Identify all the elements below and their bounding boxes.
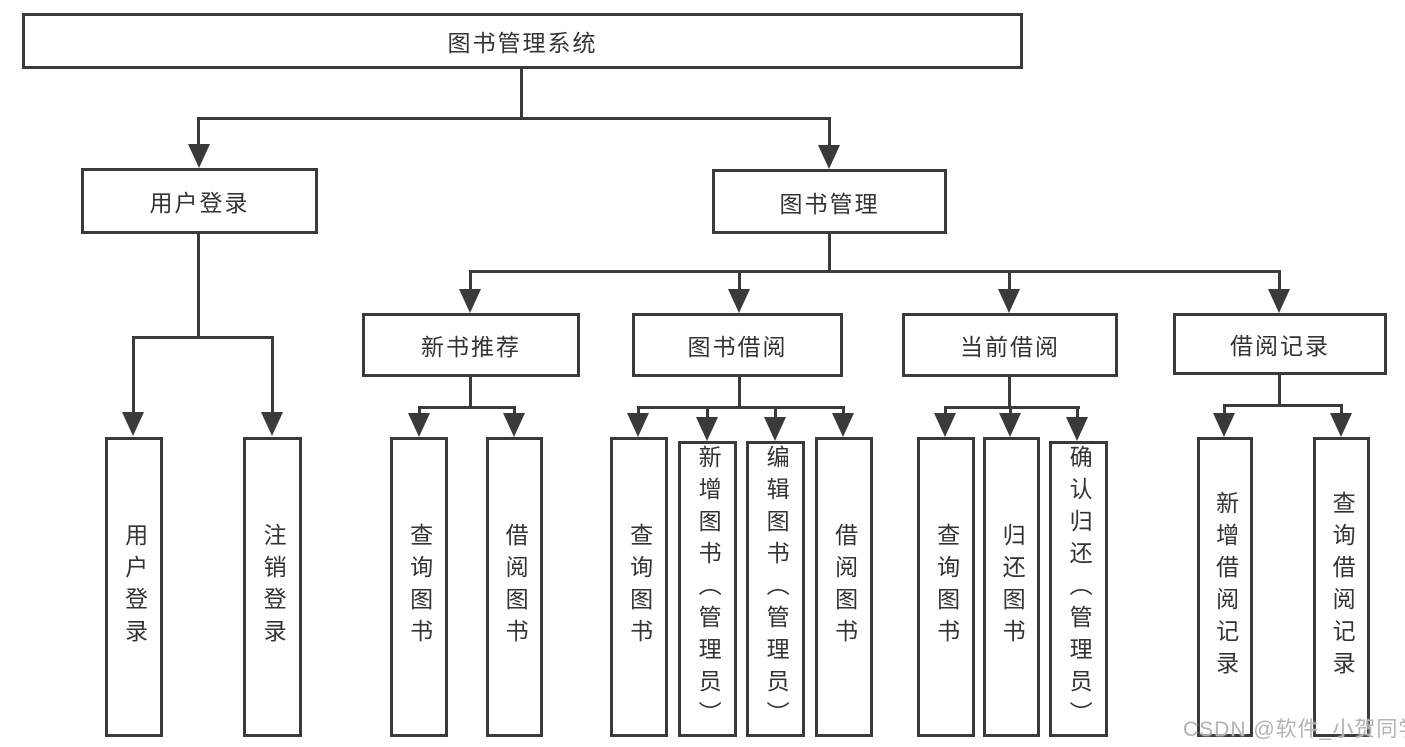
leaf-label: 归还图书 (999, 523, 1026, 651)
connector-line (738, 270, 741, 300)
leaf-return-books: 归还图书 (983, 437, 1040, 737)
arrow-down-icon (998, 289, 1020, 313)
connector-line (469, 375, 472, 409)
leaf-logout: 注销登录 (243, 437, 302, 737)
arrow-down-icon (627, 413, 649, 437)
arrow-down-icon (1268, 289, 1290, 313)
leaf-query-books-borrowing: 查询图书 (610, 437, 668, 737)
leaf-add-books-admin: 新增图书（管理员） (678, 441, 737, 737)
arrow-down-icon (764, 417, 786, 441)
connector-line (197, 232, 200, 339)
arrow-down-icon (459, 289, 481, 313)
leaf-query-books-current: 查询图书 (917, 437, 975, 737)
leaf-label: 借阅图书 (831, 523, 858, 651)
leaf-label: 新增图书（管理员） (695, 445, 722, 733)
connector-line (197, 117, 200, 162)
node-user-login-label: 用户登录 (149, 190, 250, 216)
connector-line (132, 336, 274, 339)
node-root-label: 图书管理系统 (447, 30, 598, 56)
node-borrowing-records-label: 借阅记录 (1230, 333, 1330, 359)
leaf-label: 用户登录 (121, 523, 148, 651)
leaf-borrow-books-recommend: 借阅图书 (486, 437, 543, 737)
node-new-book-recommend-label: 新书推荐 (421, 334, 521, 360)
connector-line (1278, 373, 1281, 407)
node-book-borrowing-label: 图书借阅 (687, 334, 788, 360)
arrow-down-icon (261, 412, 283, 436)
leaf-label: 确认归还（管理员） (1066, 445, 1093, 733)
leaf-label: 新增借阅记录 (1212, 491, 1239, 683)
arrow-down-icon (832, 413, 854, 437)
connector-line (469, 270, 1281, 273)
connector-line (828, 232, 831, 273)
node-borrowing-records: 借阅记录 (1173, 313, 1387, 375)
node-user-login: 用户登录 (81, 168, 318, 234)
connector-line (1223, 404, 1343, 407)
arrow-down-icon (934, 413, 956, 437)
arrow-down-icon (1330, 413, 1352, 437)
node-book-management: 图书管理 (712, 169, 947, 234)
connector-line (828, 117, 831, 163)
leaf-label: 查询图书 (626, 523, 653, 651)
leaf-query-borrow-record: 查询借阅记录 (1313, 437, 1370, 737)
arrow-down-icon (1213, 413, 1235, 437)
connector-line (944, 406, 1080, 409)
leaf-user-login: 用户登录 (105, 437, 163, 737)
arrow-down-icon (696, 417, 718, 441)
connector-line (1008, 270, 1011, 300)
connector-line (271, 336, 274, 426)
arrow-down-icon (408, 413, 430, 437)
leaf-confirm-return-admin: 确认归还（管理员） (1049, 441, 1108, 737)
arrow-down-icon (122, 412, 144, 436)
connector-line (418, 406, 516, 409)
node-current-borrowing-label: 当前借阅 (960, 334, 1060, 360)
connector-line (469, 270, 472, 300)
arrow-down-icon (188, 144, 210, 168)
leaf-label: 查询图书 (933, 523, 960, 651)
node-current-borrowing: 当前借阅 (902, 313, 1118, 377)
arrow-down-icon (728, 289, 750, 313)
leaf-edit-books-admin: 编辑图书（管理员） (746, 441, 805, 737)
leaf-label: 编辑图书（管理员） (763, 445, 790, 733)
leaf-label: 借阅图书 (502, 523, 529, 651)
arrow-down-icon (818, 145, 840, 169)
connector-line (197, 117, 831, 120)
node-book-management-label: 图书管理 (779, 190, 880, 217)
connector-line (738, 375, 741, 409)
leaf-add-borrow-record: 新增借阅记录 (1197, 437, 1253, 737)
node-book-borrowing: 图书借阅 (632, 313, 843, 377)
arrow-down-icon (1066, 417, 1088, 441)
connector-line (637, 406, 845, 409)
leaf-label: 查询借阅记录 (1329, 491, 1356, 683)
connector-line (520, 68, 523, 120)
leaf-label: 查询图书 (406, 523, 433, 651)
arrow-down-icon (503, 413, 525, 437)
node-root: 图书管理系统 (22, 13, 1023, 69)
connector-line (132, 336, 135, 426)
arrow-down-icon (999, 413, 1021, 437)
leaf-label: 注销登录 (260, 523, 287, 651)
connector-line (1008, 375, 1011, 409)
leaf-borrow-books: 借阅图书 (815, 437, 873, 737)
connector-line (1278, 270, 1281, 300)
csdn-watermark: CSDN @软件_小贺同学 (1183, 718, 1405, 741)
node-new-book-recommend: 新书推荐 (362, 313, 580, 377)
leaf-query-books-recommend: 查询图书 (390, 437, 448, 737)
